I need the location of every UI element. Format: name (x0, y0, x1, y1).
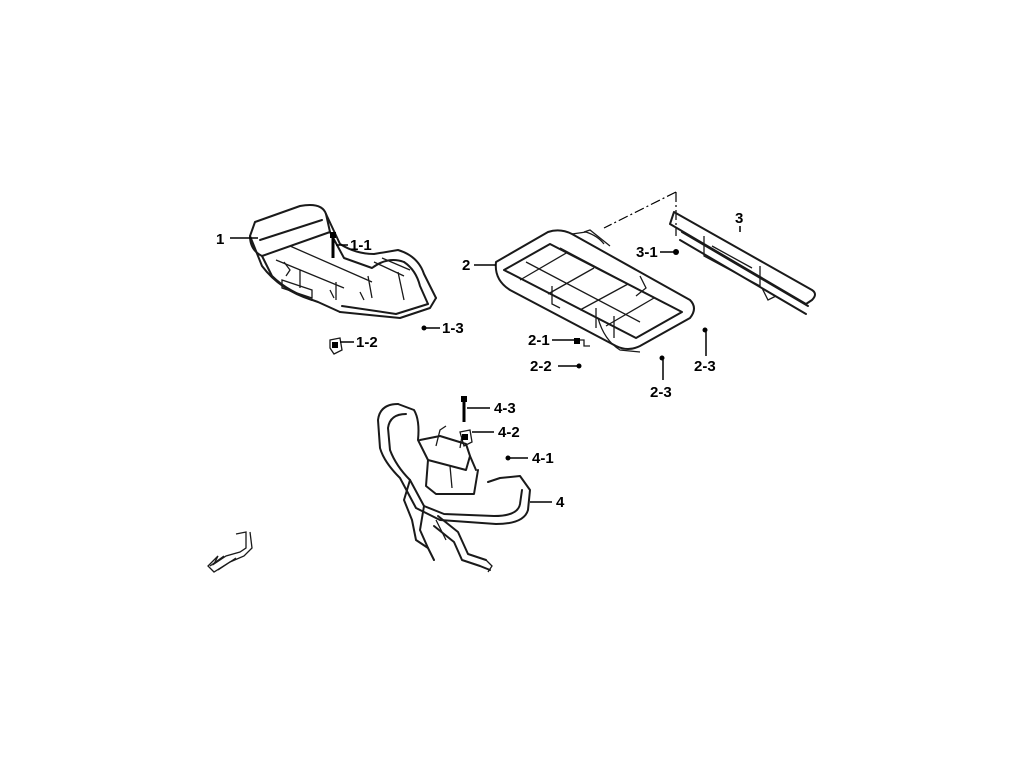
alignment-line (603, 191, 677, 236)
nut-2-2 (576, 363, 582, 369)
rear-rack-assembly (494, 229, 695, 353)
bracket-2-1 (574, 338, 590, 347)
label-part-4: 4 (556, 494, 565, 511)
rear-bumper-bar (669, 211, 816, 315)
bolt-1-1 (330, 232, 336, 258)
label-part-1-1: 1-1 (350, 237, 372, 254)
front-arrow-icon (207, 531, 253, 573)
label-part-2: 2 (462, 257, 470, 274)
clamp-1-2 (329, 337, 343, 355)
front-bumper-guard (377, 403, 531, 573)
label-part-4-2: 4-2 (498, 424, 520, 441)
label-part-4-1: 4-1 (532, 450, 554, 467)
label-part-2-3-a: 2-3 (650, 384, 672, 401)
nut-2-3-b (702, 327, 708, 333)
label-part-4-3: 4-3 (494, 400, 516, 417)
label-part-1: 1 (216, 231, 224, 248)
label-part-3: 3 (735, 210, 743, 227)
bolt-3-1 (673, 249, 679, 255)
label-part-2-3-b: 2-3 (694, 358, 716, 375)
nut-4-1 (505, 455, 511, 461)
label-part-1-3: 1-3 (442, 320, 464, 337)
clamp-4-2 (459, 429, 473, 447)
label-part-1-2: 1-2 (356, 334, 378, 351)
nut-2-3-a (659, 355, 665, 361)
front-rack-assembly (249, 204, 437, 319)
label-part-3-1: 3-1 (636, 244, 658, 261)
bolt-4-3 (461, 396, 467, 422)
nut-1-3 (421, 325, 427, 331)
label-part-2-2: 2-2 (530, 358, 552, 375)
label-part-2-1: 2-1 (528, 332, 550, 349)
leader-lines (230, 226, 741, 503)
